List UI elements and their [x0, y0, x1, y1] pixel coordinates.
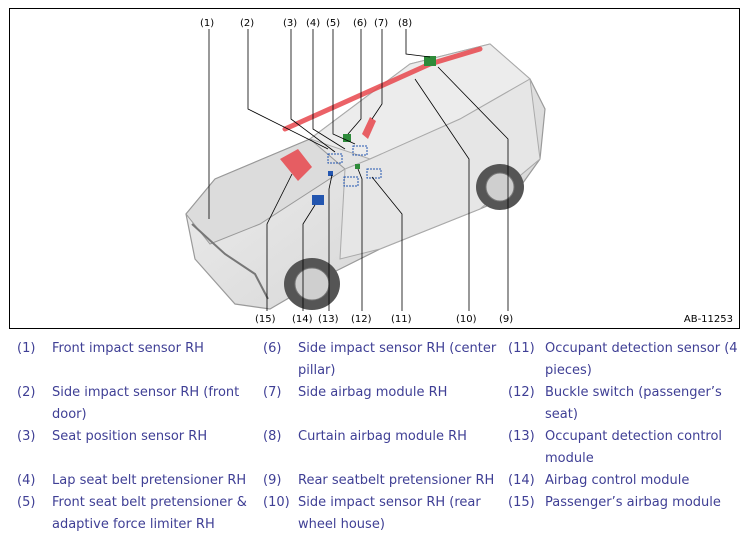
- legend-label: Occupant detection sensor (4: [545, 341, 738, 356]
- legend-label: Lap seat belt pretensioner RH: [52, 473, 247, 488]
- callout-10: (10): [456, 314, 477, 325]
- legend-label: Front seat belt pretensioner &: [52, 495, 247, 510]
- legend-label: Side impact sensor RH (rear: [298, 495, 481, 510]
- legend-number: (12): [508, 385, 535, 400]
- legend-label: seat): [545, 407, 578, 422]
- legend-number: (10): [263, 495, 290, 510]
- callout-15: (15): [255, 314, 276, 325]
- legend-label: door): [52, 407, 87, 422]
- legend-row: (2) Side impact sensor RH (front door) (7) S…: [0, 381, 750, 425]
- legend-label: Side impact sensor RH (front: [52, 385, 240, 400]
- legend-label: Airbag control module: [545, 473, 690, 488]
- legend-number: (14): [508, 473, 535, 488]
- callout-3: (3): [283, 18, 297, 29]
- buckle-switch: [355, 164, 360, 169]
- legend-label: Rear seatbelt pretensioner RH: [298, 473, 495, 488]
- rear-wheel: [476, 164, 524, 210]
- legend-row: (5) Front seat belt pretensioner & adaptiv…: [0, 491, 750, 535]
- callout-4: (4): [306, 18, 320, 29]
- legend-row: (3) Seat position sensor RH (8) Curtain air…: [0, 425, 750, 469]
- legend-label: Seat position sensor RH: [52, 429, 208, 444]
- legend-number: (8): [263, 429, 282, 444]
- legend-label: Side impact sensor RH (center: [298, 341, 497, 356]
- legend-label: pieces): [545, 363, 592, 378]
- legend-row: (4) Lap seat belt pretensioner RH (9) Rear …: [0, 469, 750, 491]
- legend-number: (4): [17, 473, 36, 488]
- callout-11: (11): [391, 314, 412, 325]
- car-side: [339, 78, 541, 260]
- legend-label: Occupant detection control: [545, 429, 723, 444]
- occupant-detection-module: [328, 171, 333, 176]
- legend-label: module: [545, 451, 594, 466]
- legend-label: Passenger’s airbag module: [545, 495, 721, 510]
- legend-label: Buckle switch (passenger’s: [545, 385, 722, 400]
- callout-6: (6): [353, 18, 367, 29]
- legend-label: wheel house): [298, 517, 385, 532]
- legend-number: (15): [508, 495, 535, 510]
- legend-label: pillar): [298, 363, 336, 378]
- legend-number: (13): [508, 429, 535, 444]
- callout-7: (7): [374, 18, 388, 29]
- callout-5: (5): [326, 18, 340, 29]
- legend-number: (6): [263, 341, 282, 356]
- legend-label: Curtain airbag module RH: [298, 429, 467, 444]
- callout-2: (2): [240, 18, 254, 29]
- legend: (1) Front impact sensor RH (6) Side impact …: [0, 337, 750, 535]
- legend-row: (1) Front impact sensor RH (6) Side impact …: [0, 337, 750, 381]
- rear-pretensioner: [424, 56, 436, 66]
- callout-9: (9): [499, 314, 513, 325]
- callout-1: (1): [200, 18, 214, 29]
- legend-number: (9): [263, 473, 282, 488]
- legend-number: (7): [263, 385, 282, 400]
- legend-number: (2): [17, 385, 36, 400]
- callout-14: (14): [292, 314, 313, 325]
- passenger-airbag: [280, 149, 312, 181]
- legend-number: (3): [17, 429, 36, 444]
- legend-label: Side airbag module RH: [298, 385, 448, 400]
- vehicle-illustration: (1) (2) (3) (4) (5) (6) (7) (8) (9) (10)…: [185, 18, 546, 325]
- callout-12: (12): [351, 314, 372, 325]
- legend-label: adaptive force limiter RH: [52, 517, 215, 532]
- vehicle-diagram: (1) (2) (3) (4) (5) (6) (7) (8) (9) (10)…: [9, 8, 740, 329]
- airbag-control-module: [312, 195, 324, 205]
- legend-number: (11): [508, 341, 535, 356]
- legend-label: Front impact sensor RH: [52, 341, 204, 356]
- front-wheel: [284, 258, 340, 310]
- center-pillar-sensor: [343, 134, 351, 142]
- figure-id-label: AB-11253: [683, 314, 733, 325]
- legend-number: (5): [17, 495, 36, 510]
- callout-13: (13): [318, 314, 339, 325]
- callout-8: (8): [398, 18, 412, 29]
- side-airbag: [362, 117, 376, 139]
- legend-number: (1): [17, 341, 36, 356]
